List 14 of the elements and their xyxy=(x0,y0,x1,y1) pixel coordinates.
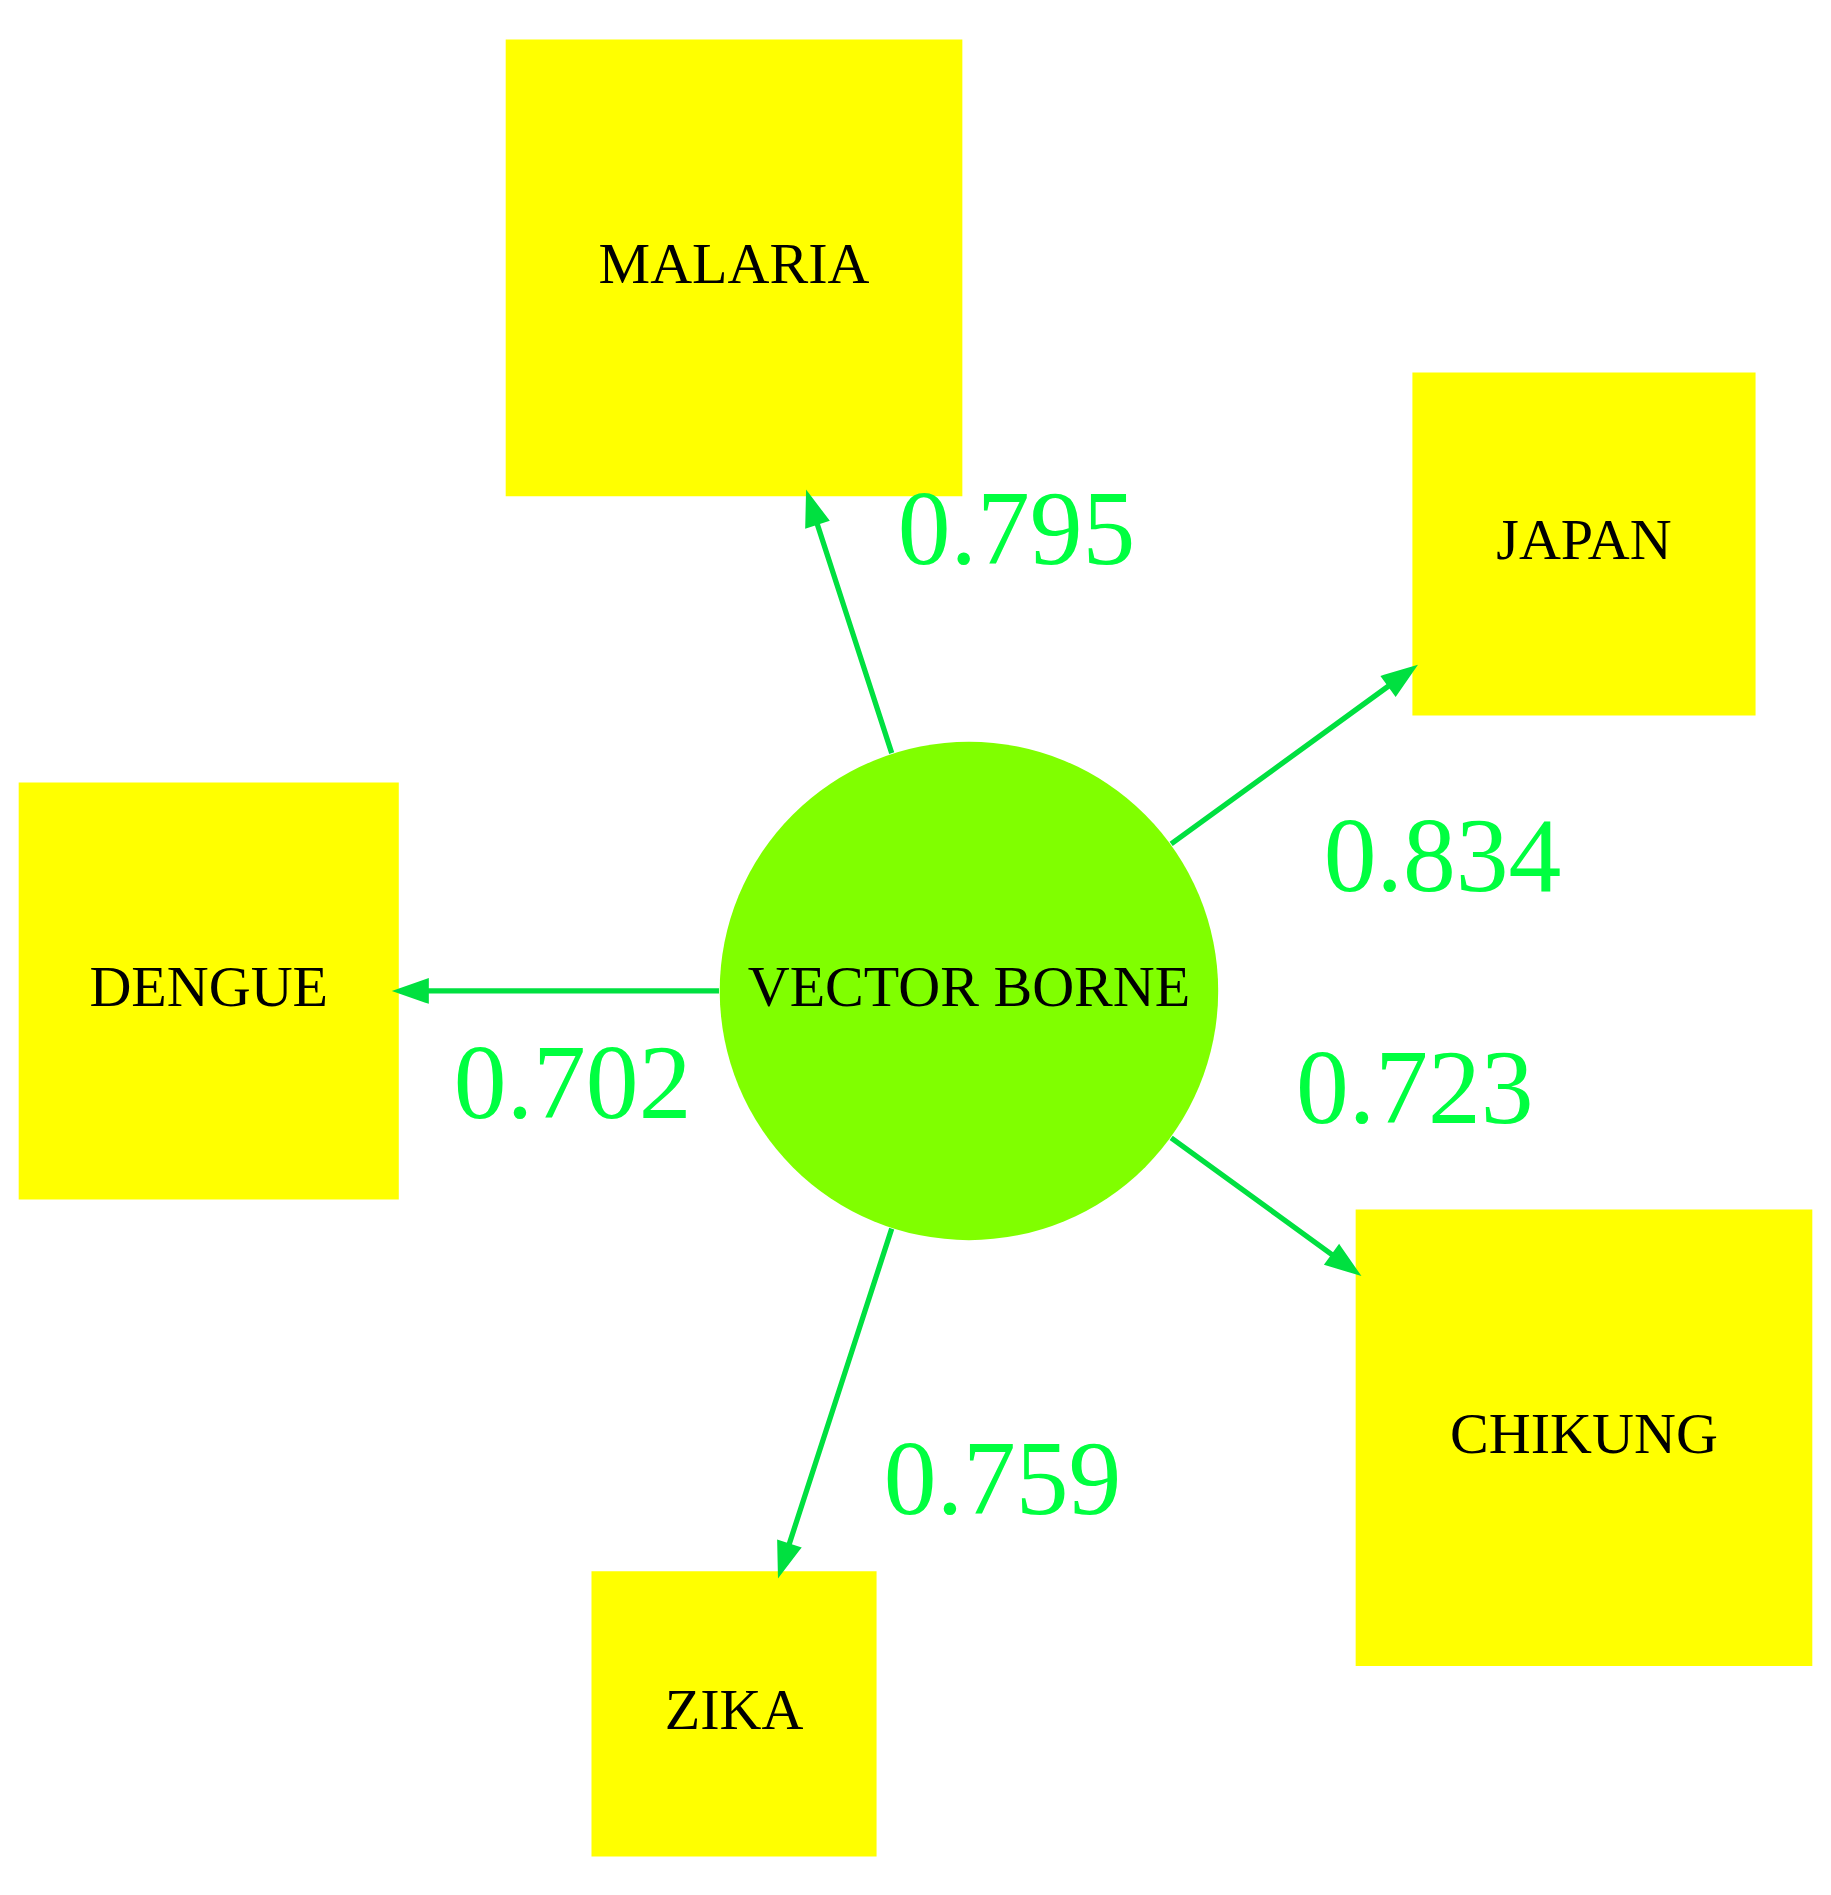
edge-label: 0.759 xyxy=(883,1419,1122,1537)
arrow xyxy=(777,1227,895,1579)
edge-label: 0.834 xyxy=(1323,796,1562,914)
node-box: CHIKUNG xyxy=(1355,1208,1813,1666)
arrow xyxy=(1169,664,1418,846)
arrow xyxy=(805,489,895,754)
arrow xyxy=(391,977,719,1004)
node-circle: VECTOR BORNE xyxy=(719,741,1219,1240)
node-box: JAPAN xyxy=(1412,371,1756,716)
arrow xyxy=(1169,1135,1362,1276)
node-box: ZIKA xyxy=(591,1570,877,1856)
edge-label: 0.702 xyxy=(453,1023,692,1141)
edge-label: 0.723 xyxy=(1295,1028,1534,1146)
node-box: DENGUE xyxy=(18,781,399,1199)
